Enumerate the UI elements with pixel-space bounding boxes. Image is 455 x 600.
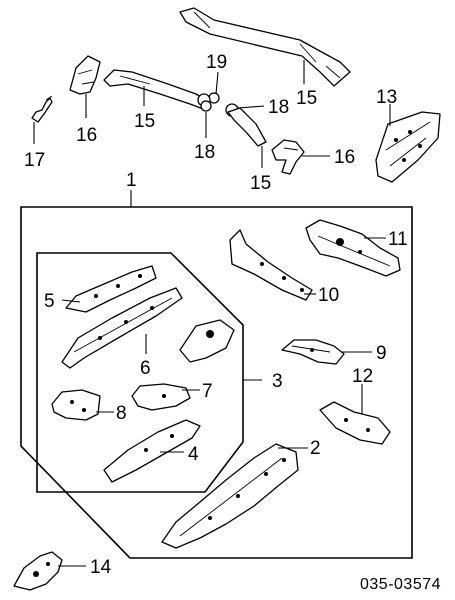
callout-1: 1	[126, 170, 137, 191]
callout-10: 10	[318, 285, 339, 306]
bracket-14[interactable]	[13, 551, 63, 591]
callout-12: 12	[352, 366, 373, 387]
callout-15-right: 15	[250, 173, 271, 194]
member-5[interactable]	[65, 265, 157, 313]
callout-5: 5	[44, 291, 55, 312]
callout-8: 8	[116, 403, 127, 424]
callout-16-right: 16	[334, 147, 355, 168]
callout-9: 9	[376, 343, 387, 364]
member-10[interactable]	[229, 229, 313, 301]
callout-11: 11	[388, 229, 408, 250]
subassembly-frame-outline	[36, 252, 244, 493]
leader-19	[215, 71, 219, 95]
panel-13[interactable]	[375, 111, 441, 183]
member-8[interactable]	[51, 389, 101, 421]
cross-member-bar-top[interactable]	[179, 7, 351, 87]
leader-18-right	[237, 105, 265, 109]
callout-4: 4	[188, 444, 199, 465]
callout-18-bottom: 18	[194, 142, 215, 163]
bolt-17[interactable]	[31, 95, 53, 123]
member-11[interactable]	[305, 219, 401, 277]
cross-member-brace-right[interactable]	[227, 107, 267, 147]
callout-13: 13	[376, 87, 397, 108]
cross-member-bar-middle[interactable]	[103, 69, 211, 111]
leader-5	[61, 299, 81, 303]
callout-3: 3	[272, 371, 283, 392]
member-12[interactable]	[319, 401, 391, 445]
callout-7: 7	[202, 381, 213, 402]
member-7[interactable]	[131, 383, 191, 411]
member-9[interactable]	[281, 339, 345, 365]
callout-19: 19	[206, 52, 227, 73]
member-6[interactable]	[61, 287, 183, 369]
callout-17: 17	[24, 150, 45, 171]
callout-2: 2	[310, 438, 321, 459]
member-4[interactable]	[103, 419, 201, 483]
callout-6: 6	[140, 358, 151, 379]
nut-18-center[interactable]	[200, 100, 212, 112]
part-code-label: 035-03574	[360, 576, 441, 593]
bracket-16-left[interactable]	[69, 55, 101, 95]
callout-15-top: 15	[296, 88, 317, 109]
callout-15-middle: 15	[134, 111, 155, 132]
assembly-frame-outline	[20, 206, 413, 559]
callout-16-left: 16	[76, 125, 97, 146]
frame-rail-2[interactable]	[161, 443, 299, 549]
bracket-16-right[interactable]	[271, 139, 305, 175]
callout-18-right: 18	[268, 97, 289, 118]
bracket-inner-right[interactable]	[179, 319, 235, 363]
callout-14: 14	[90, 557, 112, 578]
